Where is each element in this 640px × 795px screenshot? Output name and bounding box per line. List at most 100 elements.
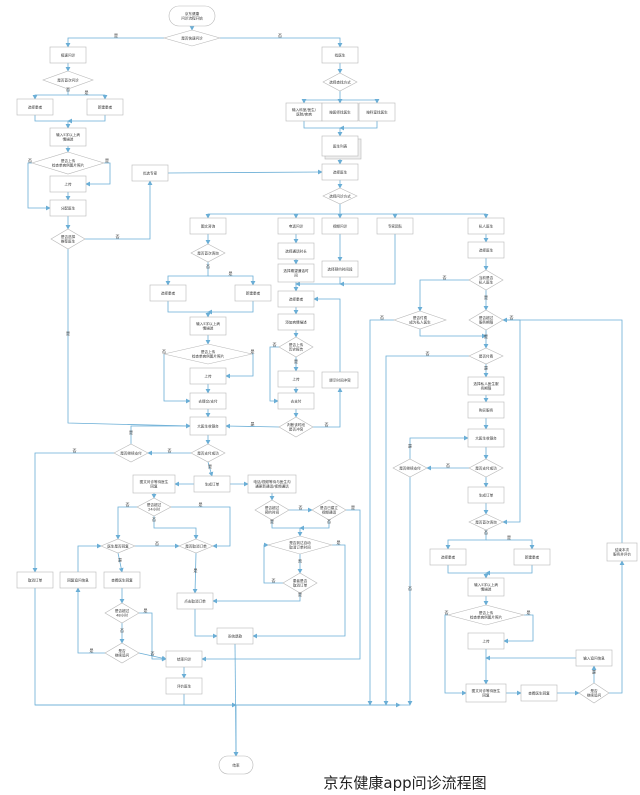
- node-label: 输入5字以上病: [474, 582, 498, 587]
- box-shape: [520, 684, 558, 702]
- connector: [67, 249, 191, 429]
- decision-shape: [468, 513, 504, 531]
- connector: [395, 213, 489, 219]
- edge-label-no: 否: [152, 517, 156, 522]
- connector: [445, 530, 487, 550]
- box-shape: [277, 370, 315, 388]
- box-shape: [189, 416, 227, 436]
- node-label: 是否冲突: [289, 427, 304, 432]
- edge-label-yes: 是: [118, 557, 122, 563]
- node-click-cancel: 点击取消订单: [176, 592, 214, 610]
- node-image-text: 图文咨询: [189, 217, 227, 235]
- node-label: 服务期限: [479, 320, 494, 325]
- decision-shape: [446, 604, 526, 626]
- node-label: 48小时: [116, 613, 128, 618]
- connector: [444, 614, 467, 696]
- node-select-patient-pv: 选择患者: [277, 290, 315, 308]
- box-shape: [321, 260, 359, 278]
- decision-shape: [322, 187, 358, 205]
- connector: [303, 121, 343, 137]
- box-shape: [189, 392, 227, 410]
- node-label: 输入5字以上病: [56, 132, 80, 137]
- connector: [269, 346, 279, 404]
- decision-shape: [282, 572, 318, 594]
- edge-label-no: 否: [484, 530, 488, 535]
- node-label: 视频通话: [322, 510, 337, 515]
- node-expert-team: 专家团队: [376, 217, 414, 235]
- connector: [419, 329, 487, 339]
- node-preferred-expert: 优选专家: [131, 164, 169, 182]
- node-select-patient-it: 选择患者: [149, 284, 187, 302]
- box-shape: [606, 542, 638, 562]
- edge-label-no: 否: [126, 502, 130, 507]
- box-shape: [321, 371, 359, 389]
- connector: [167, 169, 323, 175]
- node-label: 分配医生: [61, 205, 76, 210]
- node-label: 医生是否回复: [107, 543, 129, 548]
- node-label: 选择通话时长: [285, 248, 307, 253]
- node-label: 是否继续支付: [399, 465, 421, 470]
- node-q-first-it: 是否首次咨询: [190, 243, 226, 263]
- decision-shape: [136, 497, 172, 517]
- node-label: 生成订单: [479, 492, 494, 497]
- node-label: 是否超过: [115, 608, 130, 613]
- node-label: 是否超过: [479, 315, 494, 320]
- node-label: 是否超过: [147, 502, 162, 507]
- edge-labels: 是否否是是否否是否是是否是否否是否是否是否是否否是否是是否是否是否否是否是是否是…: [28, 32, 596, 675]
- edge-label-no: 否: [510, 315, 514, 320]
- node-label: 是否首次问诊: [57, 77, 79, 82]
- node-label: 是否首次咨询: [197, 250, 219, 255]
- connector: [367, 319, 394, 706]
- decision-shape: [113, 443, 149, 463]
- node-label: 选择期望通话时: [283, 268, 309, 273]
- box-shape: [358, 102, 396, 122]
- node-label: 选择患者: [161, 290, 176, 295]
- box-shape: [277, 263, 315, 283]
- edge-label-yes: 是: [270, 518, 274, 524]
- connector: [165, 262, 209, 286]
- node-label: 提示时间冲突: [329, 377, 351, 382]
- connector: [225, 423, 280, 429]
- node-doctor-list: 医生列表: [321, 135, 362, 160]
- node-label: 回复追问信息: [67, 577, 89, 582]
- edge-label-yes: 是: [229, 270, 233, 276]
- connector: [208, 275, 256, 286]
- node-label: 上传: [64, 181, 72, 186]
- decision-shape: [278, 416, 314, 438]
- connector: [485, 565, 533, 576]
- node-find-by-hospital: 按科室找医生: [358, 102, 396, 122]
- box-shape: [193, 475, 231, 493]
- node-pd-choose-doctor: 选择医生: [467, 241, 505, 259]
- connector: [339, 121, 378, 131]
- connector: [139, 612, 167, 662]
- node-private-doctor: 私人医生: [467, 217, 505, 235]
- connector: [263, 542, 283, 584]
- node-label: 选择患者: [28, 104, 43, 109]
- edge-label-no: 否: [28, 158, 32, 163]
- box-shape: [16, 98, 54, 116]
- connector: [609, 560, 625, 694]
- box-shape: [467, 577, 505, 597]
- box-shape: [467, 632, 505, 650]
- connector: [194, 609, 218, 639]
- node-label: 回复: [482, 693, 490, 698]
- node-go-pay-it: 去提交/支付: [189, 392, 227, 410]
- decision-shape: [178, 538, 214, 554]
- decision-shape: [278, 336, 314, 358]
- node-add-desc-pv: 添加病情描述: [277, 313, 315, 331]
- node-label: 推荐医生: [61, 239, 76, 244]
- node-label: 专家团队: [388, 223, 403, 228]
- edge-label-no: 否: [162, 349, 166, 354]
- connector: [115, 506, 137, 540]
- node-go-pay-pv: 去支付: [277, 392, 315, 410]
- node-label: 继续追问: [587, 693, 602, 698]
- node-label: 通更新通话/视频通话: [255, 484, 289, 489]
